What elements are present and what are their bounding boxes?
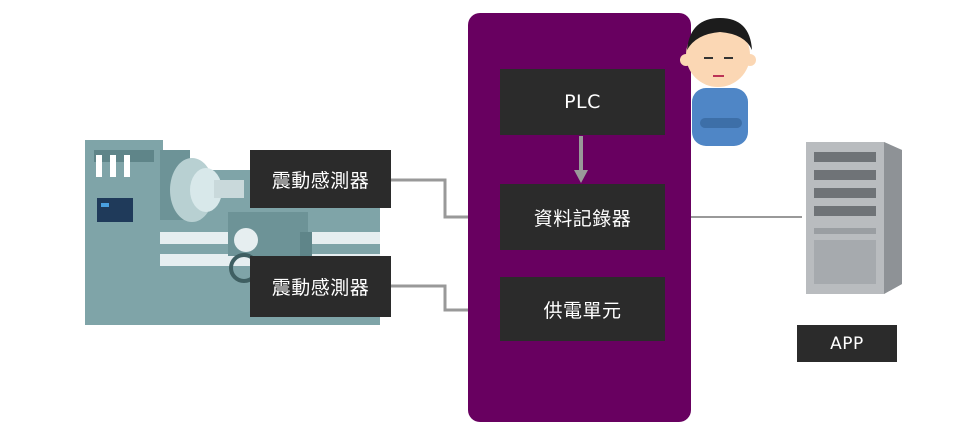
power-unit-box: 供電單元 xyxy=(500,277,665,341)
plc-box: PLC xyxy=(500,69,665,135)
data-logger-box: 資料記錄器 xyxy=(500,184,665,250)
vibration-sensor-top: 震動感測器 xyxy=(250,150,391,208)
vibration-sensor-bottom: 震動感測器 xyxy=(250,256,391,317)
app-label: APP xyxy=(797,325,897,362)
